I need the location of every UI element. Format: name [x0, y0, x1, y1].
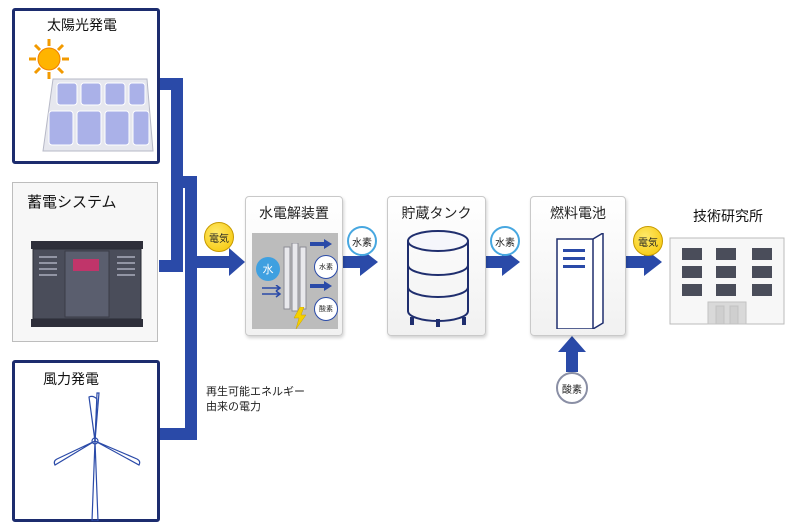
storage-label: 蓄電システム — [27, 193, 117, 211]
electrolyzer-box: 水電解装置 水 水素 酸素 — [245, 196, 343, 336]
arrow-to-electrolyzer — [229, 248, 245, 276]
water-node: 水 — [256, 257, 280, 281]
storage-source-box: 蓄電システム — [12, 182, 158, 342]
oxygen-outflow-arrow-icon — [310, 281, 332, 291]
storage-jog — [171, 186, 183, 272]
electrolyzer-oxygen-label: 酸素 — [319, 305, 333, 313]
lightning-icon — [293, 307, 307, 329]
main-feed — [197, 256, 229, 268]
water-label: 水 — [262, 263, 274, 276]
renewable-note: 再生可能エネルギー 由来の電力 — [206, 384, 305, 414]
solar-source-box: 太陽光発電 — [12, 8, 160, 164]
fuelcell-unit-icon — [556, 233, 604, 329]
electricity-badge-output-text: 電気 — [638, 237, 658, 249]
inflow-arrows-icon — [262, 285, 282, 298]
fuelcell-title: 燃料電池 — [550, 206, 606, 222]
electrolyzer-hydrogen-label: 水素 — [319, 263, 333, 271]
electrode-stack-icon — [283, 243, 307, 312]
electricity-badge-input-text: 電気 — [209, 233, 229, 245]
sun-icon — [29, 39, 69, 79]
trunk-jog — [171, 176, 197, 188]
electrolyzer-hydrogen-node: 水素 — [314, 255, 338, 279]
electricity-badge-input: 電気 — [204, 222, 234, 252]
wind-connector — [159, 428, 197, 440]
hydrogen-badge-2-text: 水素 — [495, 237, 515, 249]
wind-turbine-icon — [53, 392, 141, 521]
wind-label: 風力発電 — [43, 372, 99, 388]
electrolyzer-body: 水 水素 酸素 — [252, 233, 338, 329]
lab-title: 技術研究所 — [693, 209, 763, 225]
electrolyzer-oxygen-node: 酸素 — [314, 297, 338, 321]
research-building-icon — [669, 237, 785, 325]
renewable-note-line1: 再生可能エネルギー — [206, 385, 305, 398]
oxygen-input-text: 酸素 — [562, 384, 582, 396]
arrow-oxygen-up — [558, 336, 586, 352]
hydrogen-badge-2: 水素 — [490, 226, 520, 256]
battery-cabinet-icon — [31, 241, 143, 327]
renewable-note-line2: 由来の電力 — [206, 400, 261, 413]
hydrogen-badge-1-text: 水素 — [352, 237, 372, 249]
solar-panel-icon — [42, 78, 154, 152]
electrolyzer-title: 水電解装置 — [259, 206, 329, 222]
outflow-arrows-icon — [310, 239, 332, 249]
trunk-right — [185, 176, 197, 438]
electricity-badge-output: 電気 — [633, 226, 663, 256]
tank-box: 貯蔵タンク — [387, 196, 486, 336]
fuelcell-box: 燃料電池 — [530, 196, 626, 336]
tank-title: 貯蔵タンク — [401, 206, 472, 222]
storage-tank-icon — [407, 230, 469, 327]
wind-source-box: 風力発電 — [12, 360, 160, 522]
solar-label: 太陽光発電 — [47, 18, 117, 34]
trunk-upper — [171, 78, 183, 186]
hydrogen-badge-1: 水素 — [347, 226, 377, 256]
oxygen-input-badge: 酸素 — [556, 372, 588, 404]
